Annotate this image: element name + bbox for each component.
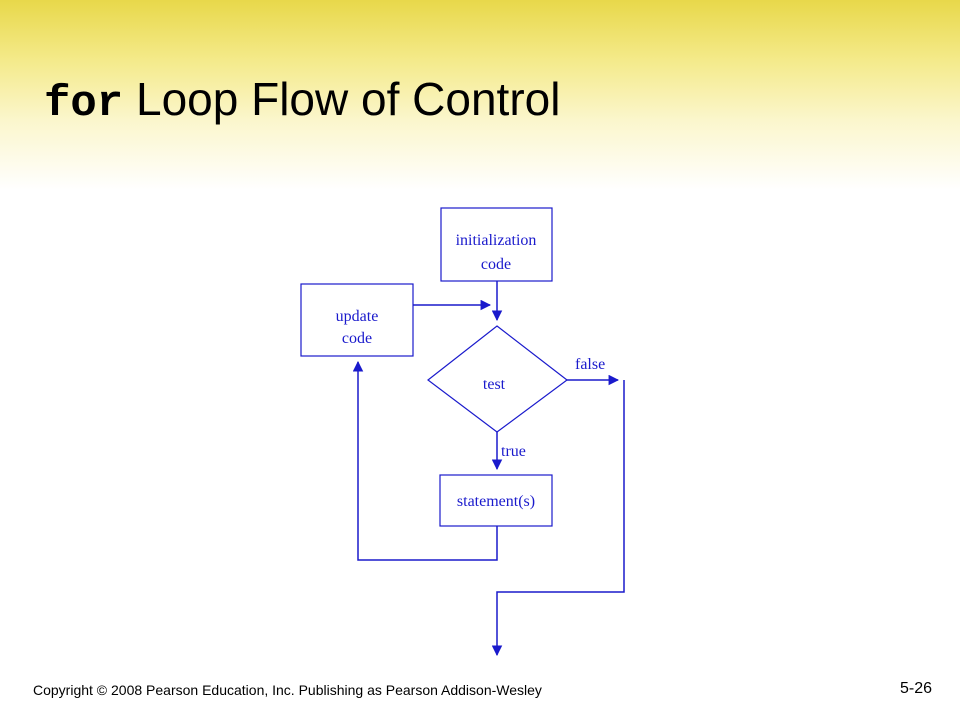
update-label-line2: code <box>342 330 372 347</box>
false-label: false <box>575 356 605 373</box>
initialization-label-line2: code <box>481 256 511 273</box>
statement-box: statement(s) <box>439 474 553 527</box>
update-box: update code <box>300 283 414 357</box>
title-keyword: for <box>44 79 124 129</box>
initialization-label-line1: initialization <box>456 232 537 249</box>
exit-down-arrow <box>491 380 625 657</box>
test-label: test <box>483 376 506 393</box>
update-label-line1: update <box>336 308 379 325</box>
slide-number: 5-26 <box>899 680 932 697</box>
statement-loop-back-arrow <box>352 360 498 561</box>
test-diamond: test <box>427 325 568 433</box>
title-text: Loop Flow of Control <box>136 73 561 125</box>
slide-title: for Loop Flow of Control <box>44 72 560 129</box>
initialization-box: initialization code <box>440 207 553 282</box>
true-label: true <box>501 443 526 460</box>
copyright-footer: Copyright © 2008 Pearson Education, Inc.… <box>33 682 542 698</box>
statement-label: statement(s) <box>457 493 535 510</box>
